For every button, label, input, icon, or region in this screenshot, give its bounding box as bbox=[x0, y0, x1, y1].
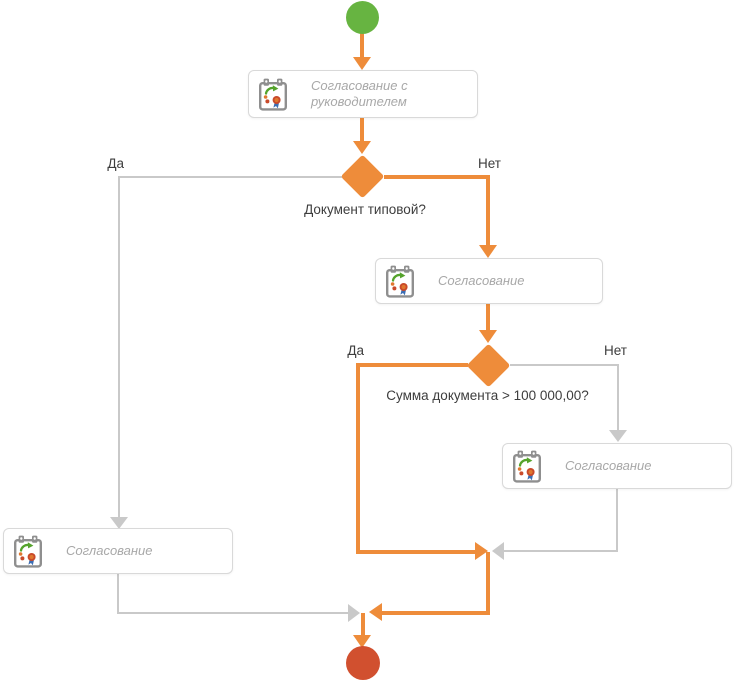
task-label: Согласование bbox=[66, 543, 153, 558]
connector-gateway1-yes-vline bbox=[118, 176, 120, 518]
connector-gateway2-yes-hline1 bbox=[356, 363, 468, 367]
connector-gateway1-yes-hline bbox=[118, 176, 342, 178]
approval-calendar-icon bbox=[259, 78, 287, 111]
connector-task2-gateway2-arrowhead bbox=[479, 330, 497, 343]
connector-task3-merge1-vline bbox=[616, 489, 618, 550]
connector-task3-merge1-arrowhead bbox=[492, 542, 504, 560]
connector-merge1-merge2-hline bbox=[380, 611, 490, 615]
connector-merge1-merge2-arrowhead bbox=[369, 603, 382, 621]
connector-task2-gateway2-vline bbox=[486, 304, 490, 331]
connector-merge2-end-arrowhead bbox=[353, 635, 371, 648]
gateway1-question: Документ типовой? bbox=[304, 202, 426, 217]
connector-task4-merge2-vline bbox=[117, 574, 119, 612]
end-event[interactable] bbox=[346, 646, 380, 680]
connector-gateway2-yes-hline2 bbox=[356, 550, 475, 554]
task-manager-approval[interactable]: Согласование с руководителем bbox=[248, 70, 478, 118]
connector-start-task1-vline bbox=[360, 33, 364, 59]
gateway1-no-label: Нет bbox=[478, 156, 501, 171]
task-label: Согласование bbox=[565, 458, 652, 473]
connector-gateway2-no-vline bbox=[617, 364, 619, 430]
approval-calendar-icon bbox=[386, 265, 414, 298]
gateway-document-typical[interactable] bbox=[340, 154, 385, 199]
connector-task3-merge1-hline bbox=[504, 550, 618, 552]
task-approval-typical[interactable]: Согласование bbox=[3, 528, 233, 574]
connector-task1-gateway1-vline bbox=[360, 118, 364, 143]
connector-start-task1-arrowhead bbox=[353, 57, 371, 70]
connector-task4-merge2-arrowhead bbox=[348, 604, 360, 622]
connector-gateway1-no-vline bbox=[486, 175, 490, 246]
approval-calendar-icon bbox=[513, 450, 541, 483]
connector-gateway1-no-hline bbox=[384, 175, 490, 179]
connector-gateway2-yes-vline bbox=[356, 363, 360, 552]
gateway1-yes-label: Да bbox=[107, 156, 124, 171]
task-approval[interactable]: Согласование bbox=[375, 258, 603, 304]
connector-merge2-end-vline bbox=[361, 613, 365, 636]
task-label: Согласование с руководителем bbox=[311, 78, 408, 109]
gateway-document-sum[interactable] bbox=[466, 343, 511, 388]
connector-gateway2-no-arrowhead bbox=[609, 430, 627, 442]
task-label: Согласование bbox=[438, 273, 525, 288]
gateway2-yes-label: Да bbox=[347, 343, 364, 358]
connector-merge1-merge2-vline bbox=[486, 552, 490, 613]
connector-gateway1-yes-arrowhead bbox=[110, 517, 128, 529]
connector-task4-merge2-hline bbox=[117, 612, 348, 614]
connector-gateway2-no-hline bbox=[510, 364, 618, 366]
approval-calendar-icon bbox=[14, 535, 42, 568]
gateway2-no-label: Нет bbox=[604, 343, 627, 358]
gateway2-question: Сумма документа > 100 000,00? bbox=[386, 388, 589, 403]
connector-task1-gateway1-arrowhead bbox=[353, 141, 371, 154]
task-approval-large-sum[interactable]: Согласование bbox=[502, 443, 732, 489]
connector-gateway1-no-arrowhead bbox=[479, 245, 497, 258]
connector-gateway2-yes-arrowhead bbox=[475, 542, 488, 560]
start-event[interactable] bbox=[346, 1, 379, 34]
